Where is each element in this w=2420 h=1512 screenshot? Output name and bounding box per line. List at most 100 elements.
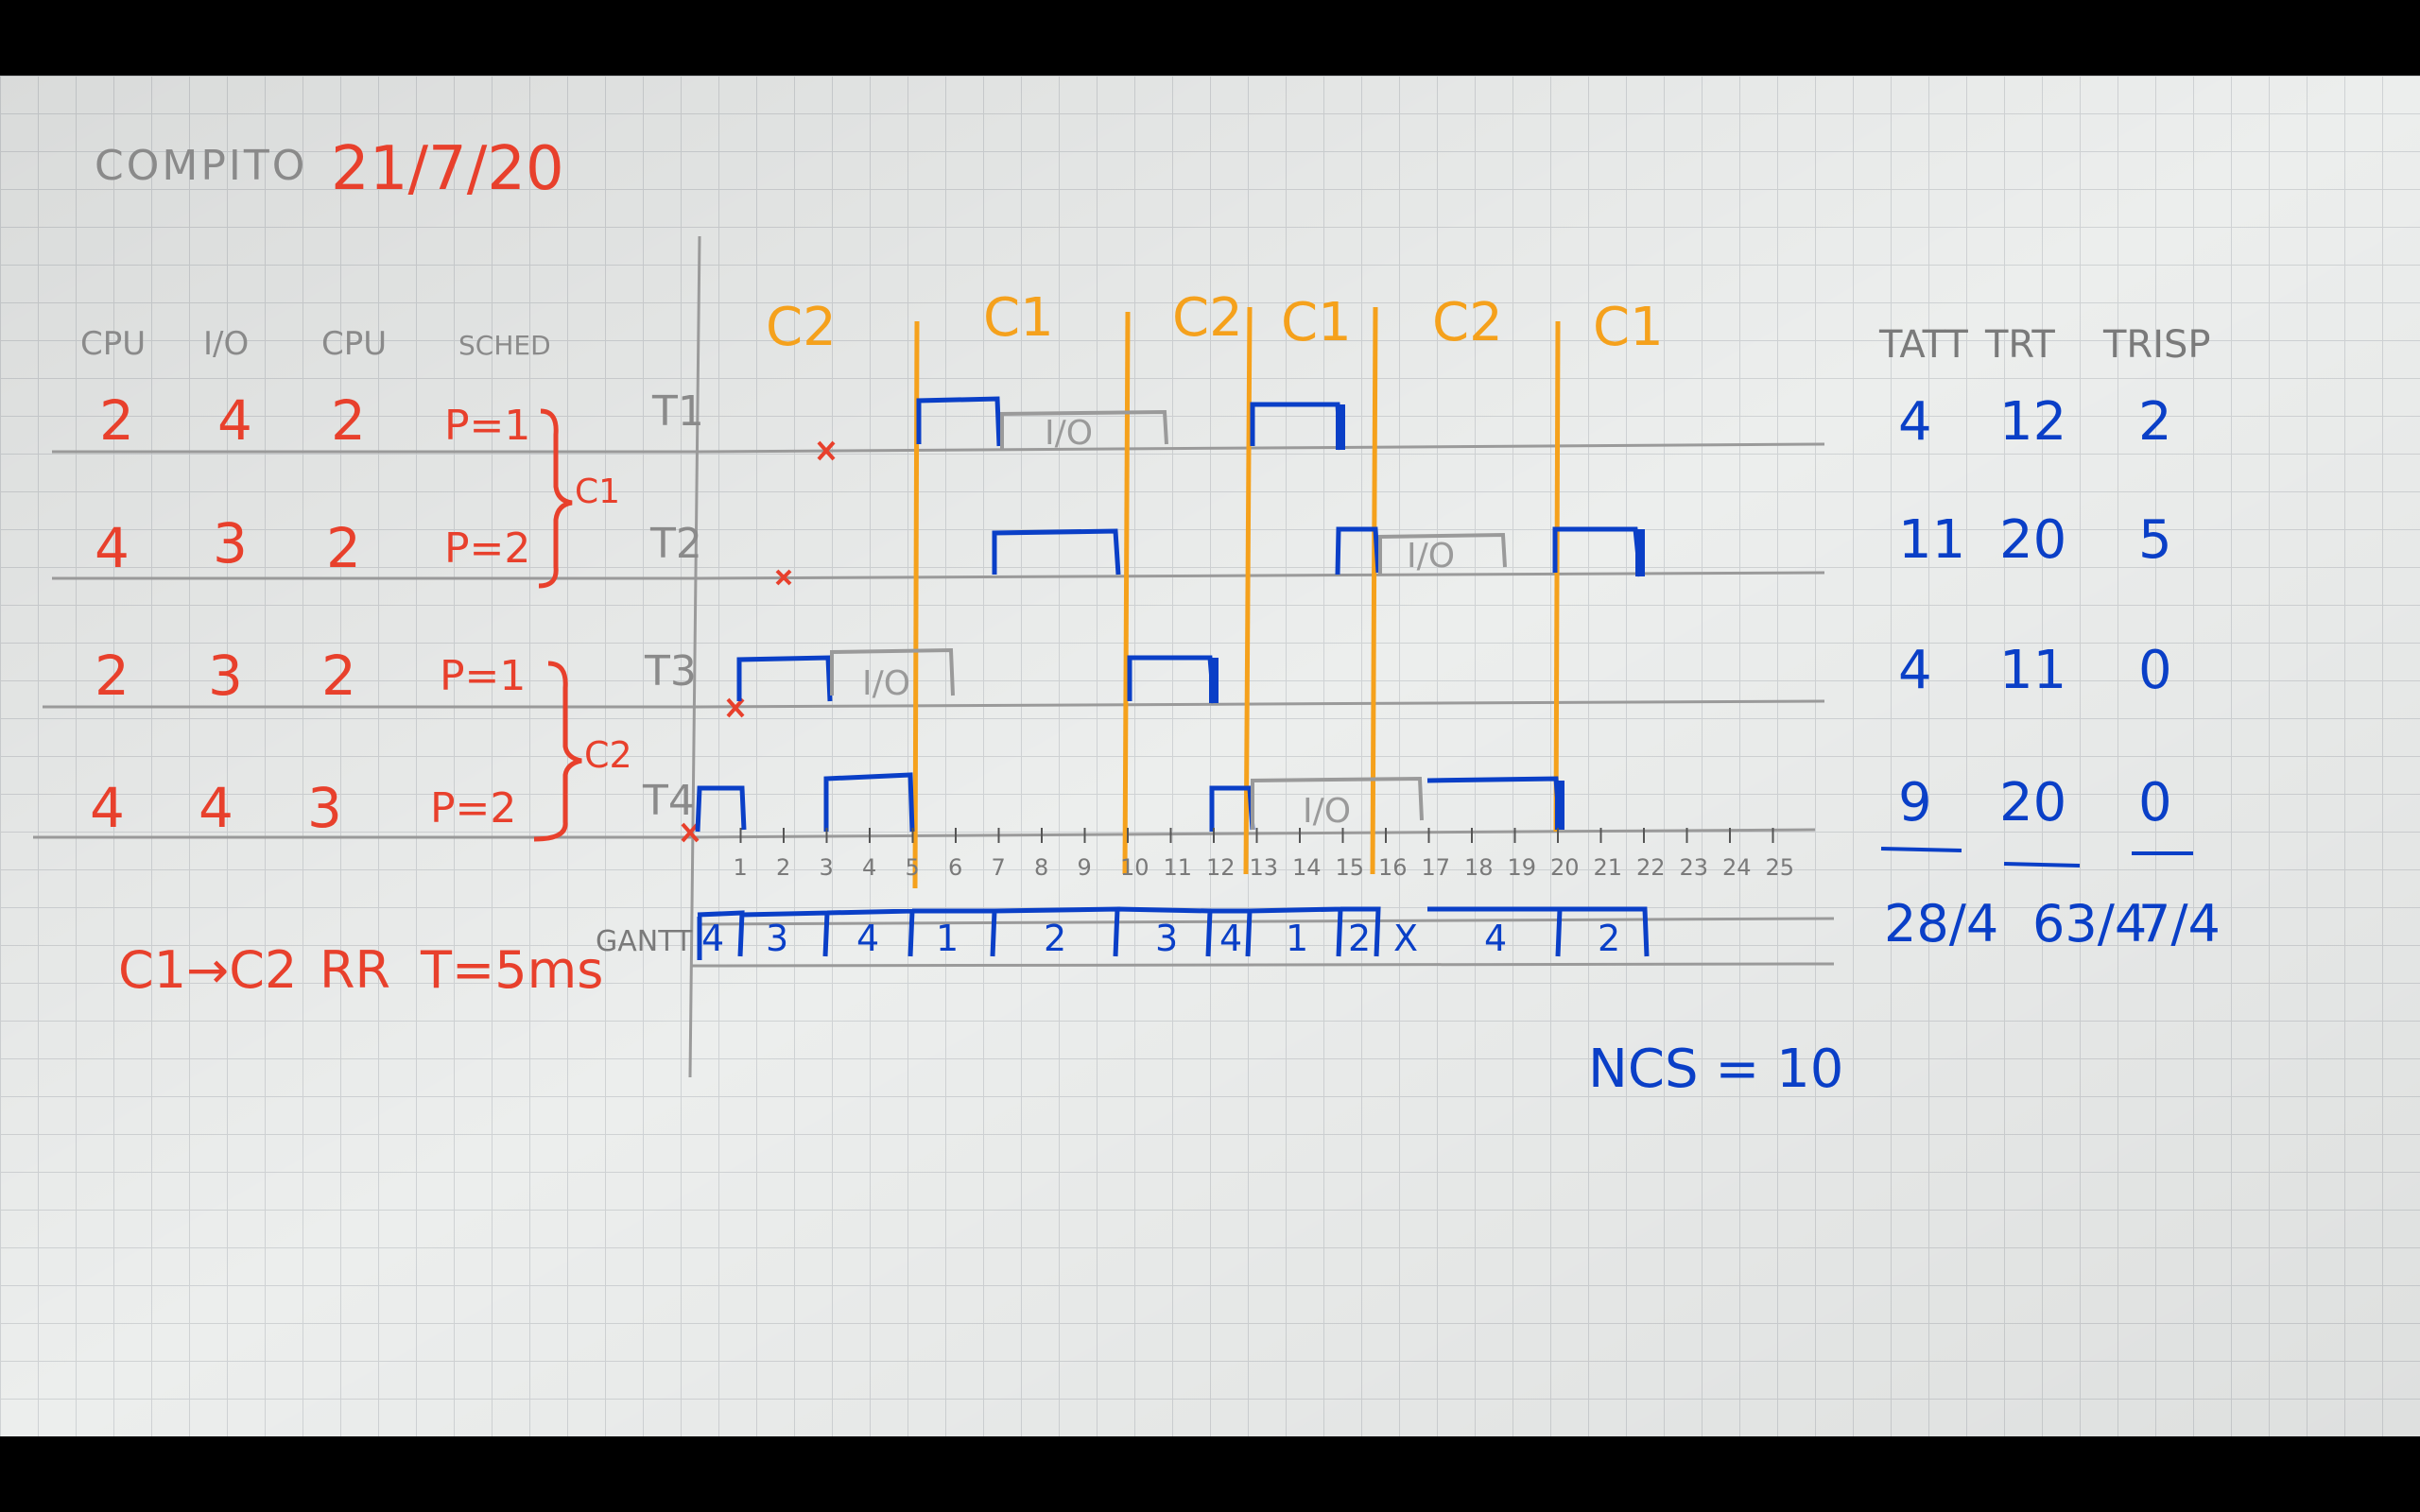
tick-label: 21 xyxy=(1594,854,1623,881)
param-r2-io: 3 xyxy=(213,511,248,576)
policy: C1→C2 RR T=5ms xyxy=(118,940,603,1000)
result-cell: 11 xyxy=(1898,509,1965,571)
tick-label: 12 xyxy=(1206,854,1236,881)
phase-label-1: C2 xyxy=(766,297,837,358)
timeline: T1 T2 T3 T4 C2 C1 C2 C1 C2 C1 xyxy=(596,235,1835,1078)
param-r3-io: 3 xyxy=(208,644,243,708)
param-r1-prio: P=1 xyxy=(444,402,530,450)
param-r3-cpu1: 2 xyxy=(95,644,130,708)
tick-label: 17 xyxy=(1422,854,1451,881)
gantt-slot-label: 3 xyxy=(1155,918,1178,959)
result-cell: 5 xyxy=(2138,509,2172,571)
title: COMPITO 21/7/20 xyxy=(95,134,564,204)
tick-label: 9 xyxy=(1078,854,1092,881)
gantt-slot-label: 4 xyxy=(856,918,879,959)
result-cell: 11 xyxy=(1999,640,2066,701)
params-table: CPU I/O CPU SCHED 2 4 2 P=1 4 3 2 P=2 2 … xyxy=(33,325,700,842)
task-label-t4: T4 xyxy=(642,777,695,825)
io-label-t3: I/O xyxy=(862,664,910,703)
io-label-t4: I/O xyxy=(1303,792,1351,831)
result-cell: 9 xyxy=(1898,772,1932,833)
gantt-slot-label: 4 xyxy=(701,918,724,959)
results-header-trisp: TRISP xyxy=(2102,323,2211,367)
phase-label-3: C2 xyxy=(1172,287,1243,349)
gantt-slot-label: 1 xyxy=(1286,918,1308,959)
brace-c1 xyxy=(538,408,573,589)
result-cell: 0 xyxy=(2138,772,2172,833)
phase-label-4: C1 xyxy=(1281,292,1352,353)
params-header-sched: SCHED xyxy=(458,330,551,361)
param-r2-prio: P=2 xyxy=(444,524,530,573)
gantt-slot-label: 4 xyxy=(1484,918,1507,959)
param-r1-cpu1: 2 xyxy=(99,388,134,453)
tick-label: 3 xyxy=(820,854,834,881)
gantt-slot-label: 3 xyxy=(766,918,788,959)
gantt-slot-label: 2 xyxy=(1348,918,1371,959)
param-r4-cpu2: 3 xyxy=(307,776,342,840)
avg-trisp: 7/4 xyxy=(2138,894,2221,954)
result-cell: 4 xyxy=(1898,391,1932,453)
group-label-c2: C2 xyxy=(584,734,632,776)
tick-label: 19 xyxy=(1508,854,1537,881)
phase-label-2: C1 xyxy=(983,287,1054,349)
results-header-trt: TRT xyxy=(1984,323,2055,367)
result-cell: 12 xyxy=(1999,391,2066,453)
param-r1-io: 4 xyxy=(217,388,252,453)
tick-label: 2 xyxy=(776,854,790,881)
tick-label: 13 xyxy=(1250,854,1279,881)
task-label-t1: T1 xyxy=(651,387,704,436)
phase-label-5: C2 xyxy=(1432,292,1503,353)
tick-label: 20 xyxy=(1550,854,1580,881)
param-r3-cpu2: 2 xyxy=(321,644,356,708)
gantt-slot-label: 4 xyxy=(1219,918,1242,959)
results-header-tatt: TATT xyxy=(1878,323,1968,367)
result-cell: 0 xyxy=(2138,640,2172,701)
policy-algo: RR xyxy=(320,940,390,1000)
result-cell: 20 xyxy=(1999,772,2066,833)
gantt-label: GANTT xyxy=(596,925,693,958)
result-cell: 4 xyxy=(1898,640,1932,701)
io-label-t2: I/O xyxy=(1407,537,1455,576)
param-r1-cpu2: 2 xyxy=(331,388,366,453)
task-label-t2: T2 xyxy=(649,520,702,568)
tick-label: 11 xyxy=(1164,854,1193,881)
policy-quantum: T=5ms xyxy=(420,940,603,1000)
tick-label: 18 xyxy=(1464,854,1494,881)
tick-label: 22 xyxy=(1636,854,1666,881)
io-label-t1: I/O xyxy=(1045,414,1093,453)
brace-c2 xyxy=(533,661,582,842)
tick-label: 7 xyxy=(992,854,1006,881)
phase-label-6: C1 xyxy=(1593,297,1664,358)
tick-label: 8 xyxy=(1034,854,1048,881)
params-header-cpu2: CPU xyxy=(321,325,387,363)
tick-label: 10 xyxy=(1120,854,1150,881)
params-header-cpu1: CPU xyxy=(80,325,146,363)
param-r4-prio: P=2 xyxy=(430,784,516,833)
task-label-t3: T3 xyxy=(644,647,697,696)
tick-label: 6 xyxy=(948,854,962,881)
result-cell: 20 xyxy=(1999,509,2066,571)
avg-trt: 63/4 xyxy=(2032,894,2147,954)
context-switch-count: NCS = 10 xyxy=(1588,1039,1843,1100)
param-r4-io: 4 xyxy=(199,776,233,840)
gantt-slot-label: 2 xyxy=(1044,918,1066,959)
param-r2-cpu2: 2 xyxy=(326,516,361,580)
tick-label: 14 xyxy=(1292,854,1322,881)
param-r2-cpu1: 4 xyxy=(95,516,130,580)
tick-label: 23 xyxy=(1680,854,1709,881)
param-r4-cpu1: 4 xyxy=(90,776,125,840)
tick-label: 5 xyxy=(906,854,920,881)
result-cell: 2 xyxy=(2138,391,2172,453)
title-label: COMPITO xyxy=(95,142,307,190)
tick-label: 16 xyxy=(1378,854,1408,881)
tick-label: 4 xyxy=(862,854,876,881)
title-date: 21/7/20 xyxy=(331,134,564,204)
params-header-io: I/O xyxy=(203,325,249,363)
policy-queues: C1→C2 xyxy=(118,940,297,1000)
tick-label: 1 xyxy=(734,854,748,881)
tick-label: 25 xyxy=(1766,854,1795,881)
